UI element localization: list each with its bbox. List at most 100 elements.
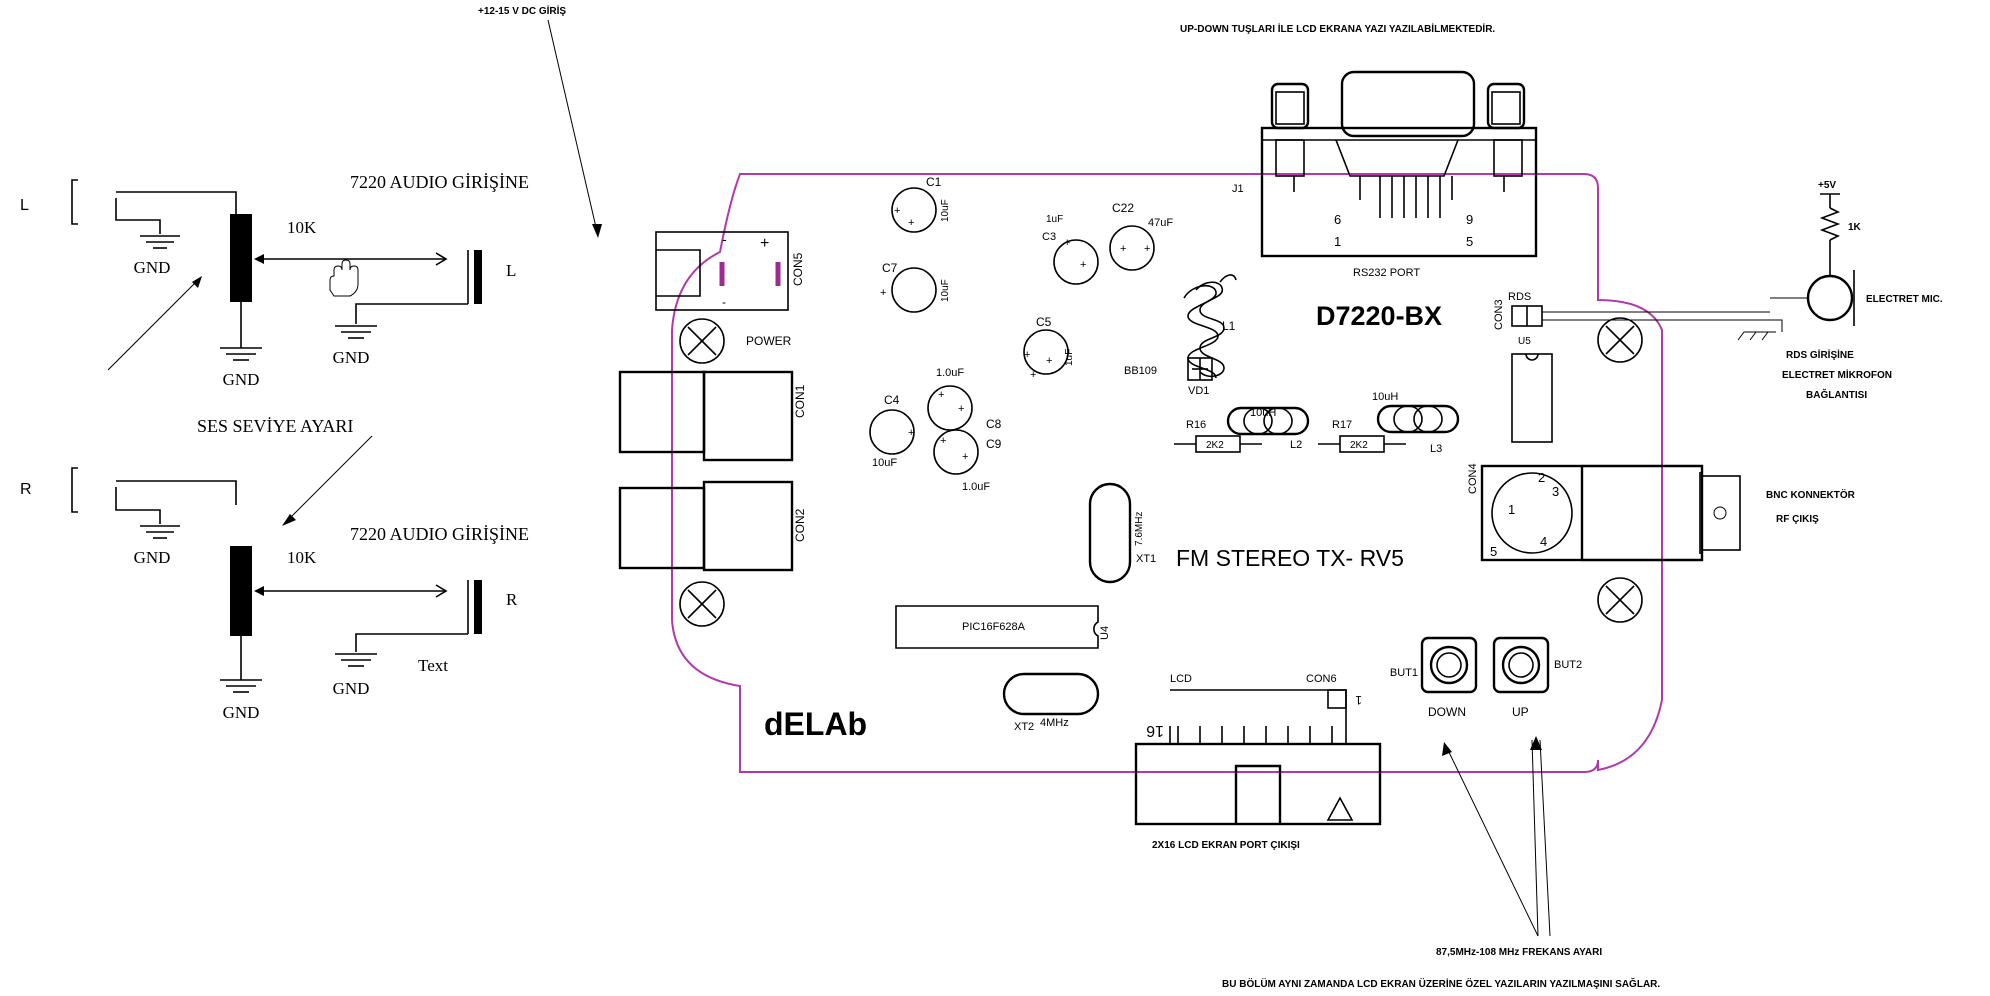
bnc-note-2: RF ÇIKIŞ <box>1776 514 1819 525</box>
svg-text:CON6: CON6 <box>1306 673 1337 685</box>
svg-text:C1: C1 <box>926 175 942 189</box>
down-freq-arrow <box>1445 745 1539 937</box>
power-connector-con5: - + - CON5 POWER <box>655 231 805 348</box>
svg-text:C9: C9 <box>986 437 1002 451</box>
right-jack-body <box>474 580 482 634</box>
svg-text:+: + <box>962 451 968 463</box>
crystal-xt2: XT2 4MHz <box>1002 672 1100 733</box>
left-input-label: 7220 AUDIO GİRİŞİNE <box>350 172 529 192</box>
con5-label: CON5 <box>791 252 805 286</box>
down-button-label: DOWN <box>1428 705 1466 719</box>
svg-text:1.0uF: 1.0uF <box>936 367 964 379</box>
con2-label: CON2 <box>793 508 807 542</box>
pcb-outline <box>671 173 1663 773</box>
rds-note-2: ELECTRET MİKROFON <box>1782 368 1892 381</box>
svg-text:U5: U5 <box>1518 336 1531 347</box>
right-gnd-symbol-3 <box>335 653 377 667</box>
resistor-r17-coil-l3: R17 2K2 10uH L3 <box>1318 391 1460 455</box>
svg-text:+: + <box>908 217 914 229</box>
right-gnd-symbol-2 <box>220 679 262 693</box>
left-jack-body <box>474 250 482 304</box>
svg-text:10uF: 10uF <box>872 457 897 469</box>
up-button-label: UP <box>1512 705 1529 719</box>
bottom-note: BU BÖLÜM AYNI ZAMANDA LCD EKRAN ÜZERİNE … <box>1222 977 1660 990</box>
capacitor-c8: ++ C8 1.0uF <box>927 367 1002 431</box>
crystal-xt1: 7.6MHz XT1 <box>1088 482 1156 584</box>
svg-text:C3: C3 <box>1042 231 1056 243</box>
svg-text:+: + <box>894 205 900 217</box>
svg-text:U4: U4 <box>1099 626 1111 640</box>
rs232-pin1: 1 <box>1334 234 1341 249</box>
left-level-arrow <box>107 277 201 371</box>
svg-text:L1: L1 <box>1222 319 1236 333</box>
left-jack-label: L <box>506 261 516 280</box>
svg-text:C7: C7 <box>882 261 898 275</box>
mic-label: ELECTRET MIC. <box>1866 294 1943 305</box>
right-signal-wire <box>116 480 237 505</box>
svg-text:+: + <box>1120 243 1126 255</box>
svg-text:CON3: CON3 <box>1493 299 1505 330</box>
hand-cursor-icon <box>329 259 359 297</box>
svg-text:BUT2: BUT2 <box>1554 659 1582 671</box>
svg-text:2: 2 <box>1538 470 1545 485</box>
level-title: SES SEVİYE AYARI <box>197 416 353 436</box>
rds-note-1: RDS GİRİŞİNE <box>1786 348 1854 361</box>
svg-text:R16: R16 <box>1186 419 1206 431</box>
svg-text:1uF: 1uF <box>1064 349 1075 366</box>
capacitor-c3: ++ C3 1uF <box>1042 214 1099 285</box>
right-jack-label: R <box>506 590 518 609</box>
right-input-bracket <box>71 467 78 513</box>
freq-note: 87,5MHz-108 MHz FREKANS AYARI <box>1436 947 1602 958</box>
right-jack-tip <box>435 584 448 598</box>
left-signal-wire <box>116 191 237 214</box>
lcd-port-note: 2X16 LCD EKRAN PORT ÇIKIŞI <box>1152 840 1300 851</box>
right-potentiometer <box>230 546 252 636</box>
audio-left-channel: L GND GND 10K GND L 722 <box>20 172 529 436</box>
svg-text:10uH: 10uH <box>1372 391 1398 403</box>
rs232-port-j1: 6 9 1 5 J1 RS232 PORT <box>1232 70 1538 279</box>
left-jack-tip <box>435 252 448 266</box>
svg-text:16: 16 <box>1146 722 1164 739</box>
svg-text:1: 1 <box>1508 502 1515 517</box>
svg-text:LCD: LCD <box>1170 673 1192 685</box>
svg-text:XT1: XT1 <box>1136 553 1156 565</box>
resistor-r16-coil-l2: R16 2K2 10uH L2 <box>1174 406 1310 453</box>
left-wiper-arrow <box>254 254 264 264</box>
svg-text:BUT1: BUT1 <box>1390 667 1418 679</box>
svg-text:47uF: 47uF <box>1148 217 1173 229</box>
right-wiper-arrow <box>254 586 264 596</box>
svg-text:4MHz: 4MHz <box>1040 717 1069 729</box>
svg-text:PIC16F628A: PIC16F628A <box>962 621 1026 633</box>
svg-text:3: 3 <box>1552 484 1559 499</box>
mount-hole-2 <box>679 581 725 627</box>
power-input-note: +12-15 V DC GİRİŞ <box>478 4 566 17</box>
right-jack-gnd-wire <box>355 633 468 652</box>
left-gnd-label-1: GND <box>134 258 171 277</box>
svg-text:1.0uF: 1.0uF <box>962 481 990 493</box>
svg-text:7.6MHz: 7.6MHz <box>1134 512 1145 546</box>
svg-text:2K2: 2K2 <box>1206 440 1224 451</box>
button-but2-up[interactable]: BUT2 UP <box>1492 636 1582 719</box>
capacitor-c22: ++ C22 47uF <box>1109 201 1173 271</box>
svg-text:4: 4 <box>1540 534 1547 549</box>
rs232-label: RS232 PORT <box>1353 267 1420 279</box>
left-jack-gnd-wire <box>355 303 468 324</box>
svg-text:XT2: XT2 <box>1014 721 1034 733</box>
rds-note-3: BAĞLANTISI <box>1806 388 1867 401</box>
svg-text:L3: L3 <box>1430 443 1442 455</box>
svg-text:CON4: CON4 <box>1467 463 1479 494</box>
svg-text:RDS: RDS <box>1508 291 1531 303</box>
button-but1-down[interactable]: BUT1 DOWN <box>1390 636 1478 719</box>
rs232-pin5: 5 <box>1466 234 1473 249</box>
right-pot-value: 10K <box>287 548 317 567</box>
up-freq-arrow <box>1531 739 1539 937</box>
right-gnd-label-1: GND <box>134 548 171 567</box>
svg-text:+: + <box>1030 369 1036 381</box>
svg-text:-: - <box>722 231 727 247</box>
mount-hole-1 <box>679 318 725 364</box>
svg-text:+: + <box>760 235 769 252</box>
svg-text:5: 5 <box>1490 544 1497 559</box>
bnc-connector-con4: 2 3 1 4 5 CON4 <box>1467 463 1741 562</box>
left-gnd-wire <box>115 198 161 234</box>
